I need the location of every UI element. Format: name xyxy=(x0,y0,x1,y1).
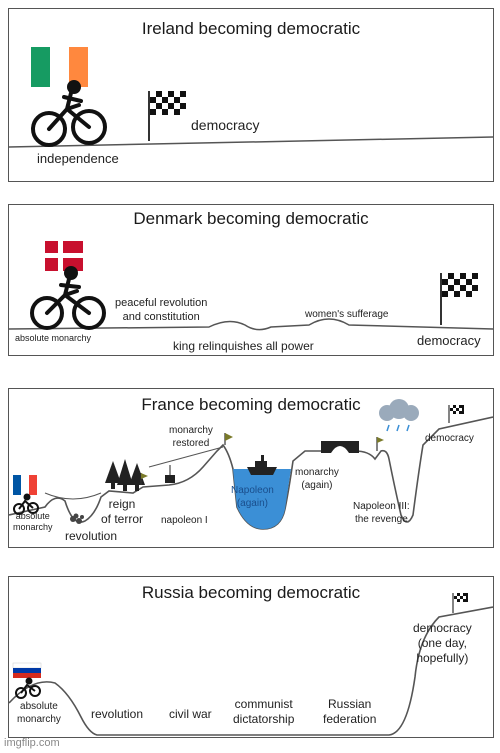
cyclist-icon xyxy=(15,677,41,699)
label-communist-dictatorship: communist dictatorship xyxy=(233,697,295,726)
small-flag-icon xyxy=(376,437,384,451)
checkered-flag-icon xyxy=(448,405,464,423)
france-panel: France becoming democratic monarchy rest… xyxy=(8,388,494,548)
ireland-flag-icon xyxy=(31,47,88,87)
denmark-scene xyxy=(9,241,493,331)
russia-scene xyxy=(9,593,493,736)
storm-cloud-icon xyxy=(379,399,419,432)
label-civil-war: civil war xyxy=(169,707,212,721)
ireland-panel: Ireland becoming democratic democracy in… xyxy=(8,8,494,182)
label-revolution: revolution xyxy=(65,529,118,543)
water-icon xyxy=(233,469,291,529)
cyclist-icon xyxy=(30,266,106,330)
russia-flag-icon xyxy=(12,662,42,678)
label-monarchy-restored: monarchy restored xyxy=(169,425,213,449)
checkered-flag-icon xyxy=(440,273,478,325)
denmark-flag-icon xyxy=(45,241,83,271)
russia-panel: Russia becoming democratic democracy (on… xyxy=(8,576,494,738)
label-womens-sufferage: women's sufferage xyxy=(305,309,389,320)
ground-line xyxy=(9,318,493,331)
label-absolute-monarchy: absolute monarchy xyxy=(13,511,53,533)
panel-title: Russia becoming democratic xyxy=(141,583,361,602)
france-scene xyxy=(9,399,493,530)
small-flag-icon xyxy=(224,433,233,445)
label-king-relinquishes: king relinquishes all power xyxy=(173,339,314,353)
label-napoleon-i: napoleon I xyxy=(161,515,208,526)
label-absolute-monarchy: absolute monarchy xyxy=(17,701,61,725)
rope-bridge-icon xyxy=(44,492,102,500)
label-napoleon-again: Napoleon (again) xyxy=(231,485,274,509)
label-absolute-monarchy: absolute monarchy xyxy=(15,333,92,343)
france-flag-icon xyxy=(13,475,37,495)
checkered-flag-icon xyxy=(452,593,468,613)
denmark-panel: Denmark becoming democratic peaceful rev… xyxy=(8,204,494,356)
ireland-scene xyxy=(9,47,493,181)
label-napoleon-iii: Napoleon III: the revenge xyxy=(353,501,410,525)
cable-car-icon xyxy=(148,446,224,483)
trees-icon xyxy=(105,459,145,491)
panel-title: Denmark becoming democratic xyxy=(133,209,369,228)
cyclist-icon xyxy=(13,493,39,515)
checkered-flag-icon xyxy=(148,91,186,141)
label-democracy: democracy xyxy=(425,433,474,444)
small-flag-icon xyxy=(140,473,148,485)
label-peaceful-revolution: peaceful revolution and constitution xyxy=(115,297,208,323)
boat-icon xyxy=(247,455,277,475)
label-democracy: democracy xyxy=(417,333,481,348)
label-monarchy-again: monarchy (again) xyxy=(295,467,339,491)
label-independence: independence xyxy=(37,151,119,166)
arch-bridge-icon xyxy=(321,441,359,453)
label-reign-of-terror: reign of terror xyxy=(101,497,144,526)
ground-line xyxy=(9,136,493,148)
cyclist-icon xyxy=(31,80,107,147)
label-revolution: revolution xyxy=(91,707,144,721)
panel-title: Ireland becoming democratic xyxy=(141,19,361,38)
rocks-icon xyxy=(70,513,84,524)
watermark: imgflip.com xyxy=(4,737,60,749)
panel-title: France becoming democratic xyxy=(141,395,361,414)
ground-line xyxy=(9,416,493,530)
ground-line xyxy=(9,606,493,736)
label-democracy: democracy xyxy=(191,117,260,133)
label-democracy: democracy (one day, hopefully) xyxy=(413,621,472,665)
label-russian-federation: Russian federation xyxy=(323,697,377,726)
